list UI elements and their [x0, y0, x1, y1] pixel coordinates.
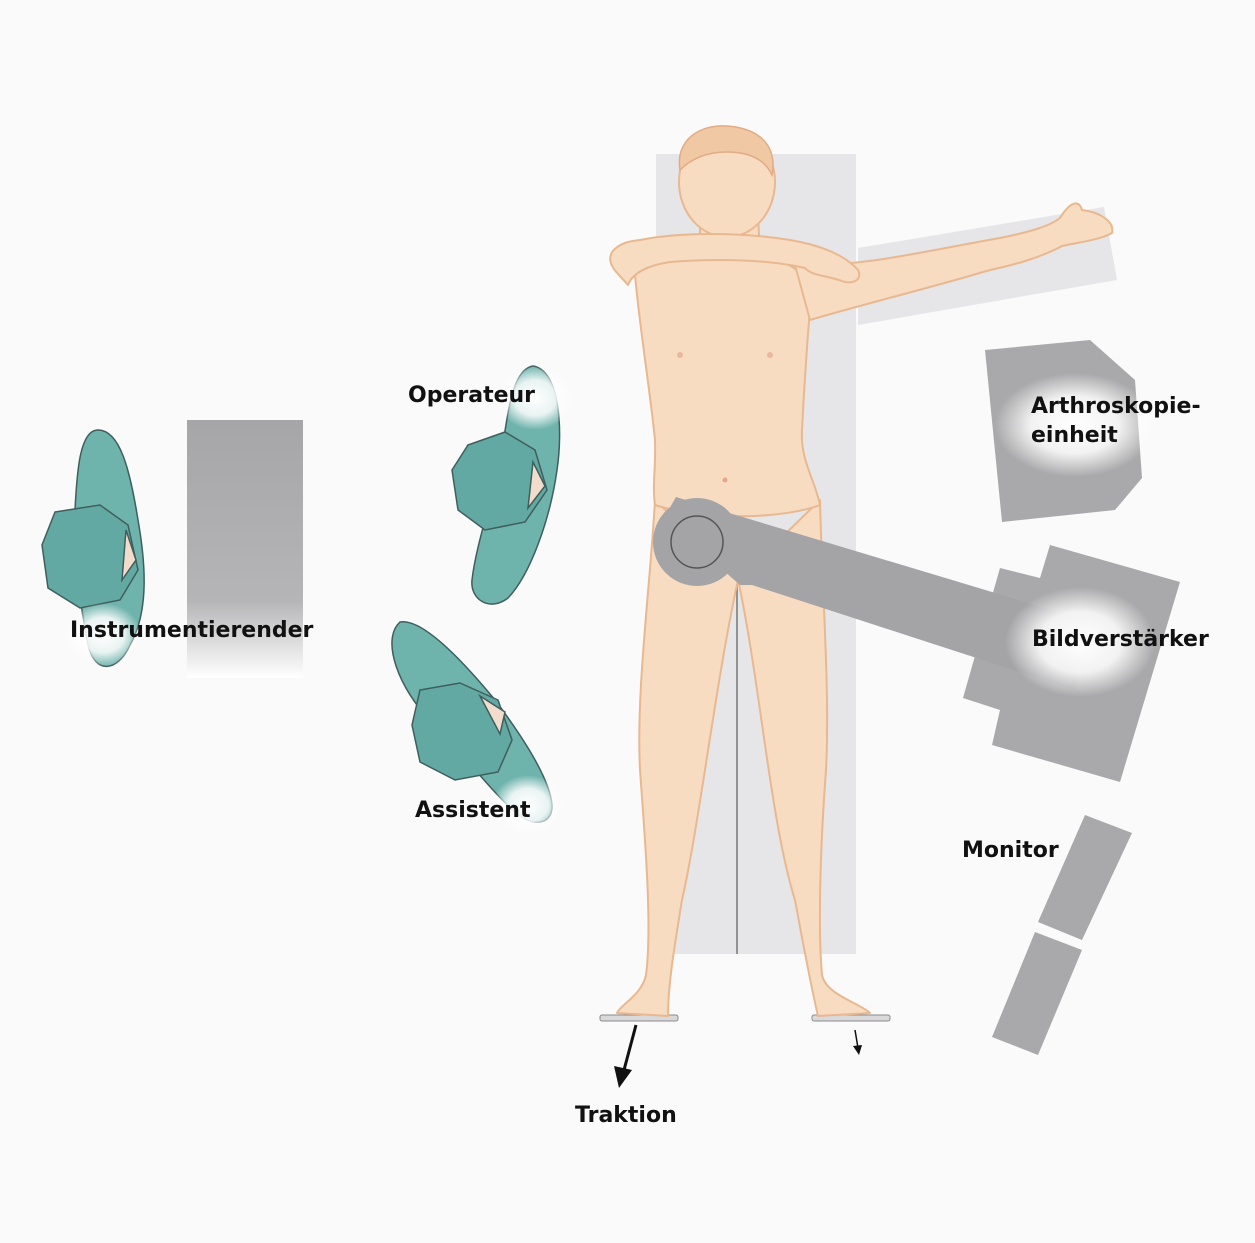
label-arthroskopie-line1: Arthroskopie- [1031, 394, 1201, 420]
traction-arrow-left [614, 1025, 636, 1088]
label-bildverstaerker: Bildverstärker [1032, 627, 1209, 653]
traction-arrow-right [853, 1030, 862, 1055]
label-traktion: Traktion [575, 1103, 677, 1129]
label-monitor: Monitor [962, 838, 1059, 864]
label-assistent: Assistent [415, 798, 530, 824]
label-instrumentierender: Instrumentierender [70, 618, 313, 644]
label-operateur: Operateur [408, 383, 535, 409]
label-arthroskopie-line2: einheit [1031, 423, 1118, 449]
